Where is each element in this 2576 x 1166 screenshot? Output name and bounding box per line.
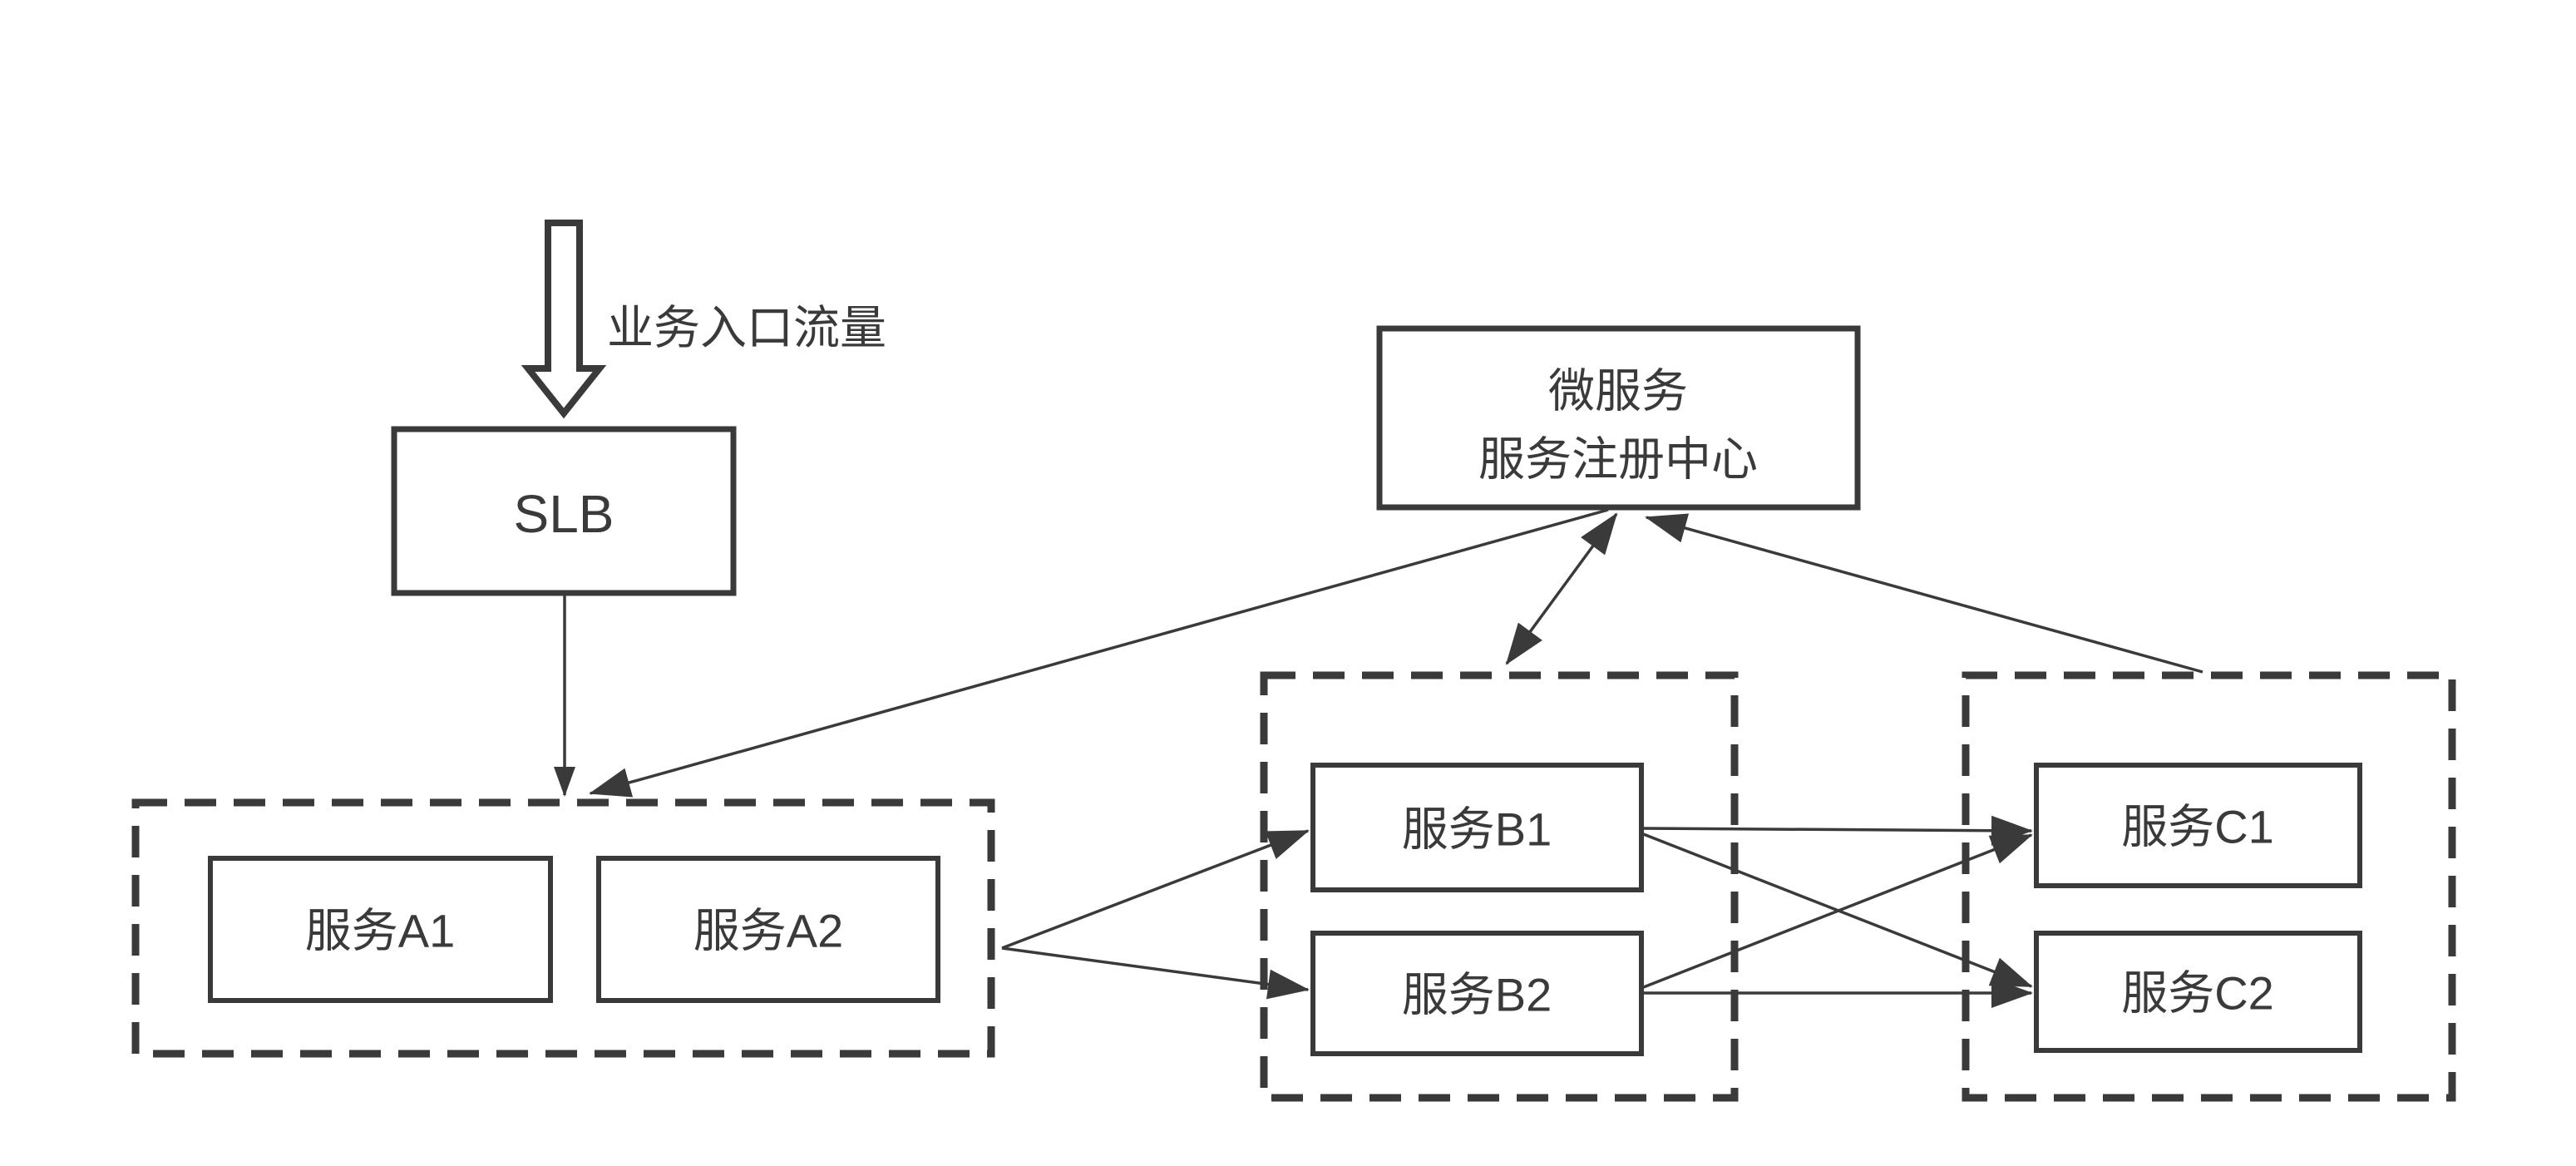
registry-label-line1: 微服务 <box>1548 365 1688 417</box>
edge-service-b1-to-service-c1 <box>1641 815 2033 846</box>
registry-box <box>1376 325 1861 511</box>
service-a1-label: 服务A1 <box>305 905 456 957</box>
service-c2-box <box>2034 931 2362 1053</box>
node-service-b2: 服务B2 <box>1310 931 1644 1056</box>
service-a2-box <box>596 856 940 1003</box>
service-c1-label: 服务C1 <box>2121 801 2274 853</box>
entry-traffic-label: 业务入口流量 <box>607 302 886 354</box>
service-a1-box <box>208 856 553 1003</box>
registry-label-line2: 服务注册中心 <box>1478 433 1758 486</box>
slb-label: SLB <box>514 484 614 544</box>
edge-registry-to-cluster-a <box>589 508 1609 798</box>
cluster-a-dashed-border <box>131 798 995 1058</box>
cluster-a: 服务A1 服务A2 <box>131 798 995 1058</box>
cluster-b: 服务B1 服务B2 <box>1260 671 1739 1102</box>
edge-cluster-c-to-registry <box>1645 513 2203 674</box>
edge-cluster-b-registry-bidirectional <box>1505 512 1618 665</box>
node-registry: 微服务 服务注册中心 <box>1376 325 1861 511</box>
edge-cluster-a-to-service-b2 <box>1001 946 1310 1000</box>
node-service-c1: 服务C1 <box>2034 763 2362 888</box>
service-a2-label: 服务A2 <box>693 905 844 957</box>
node-slb: SLB <box>391 426 737 596</box>
cluster-c: 服务C1 服务C2 <box>1962 671 2456 1102</box>
service-b2-box <box>1310 931 1644 1056</box>
node-service-c2: 服务C2 <box>2034 931 2362 1053</box>
service-b2-label: 服务B2 <box>1402 969 1552 1021</box>
service-b1-box <box>1310 763 1644 892</box>
node-service-b1: 服务B1 <box>1310 763 1644 892</box>
service-c1-box <box>2034 763 2362 888</box>
cluster-c-dashed-border <box>1962 671 2456 1102</box>
cluster-b-dashed-border <box>1260 671 1739 1102</box>
edge-service-b1-to-service-c2 <box>1641 832 2033 988</box>
node-service-a2: 服务A2 <box>596 856 940 1003</box>
entry-traffic-down-arrow-icon <box>521 220 607 419</box>
service-c2-label: 服务C2 <box>2121 967 2274 1020</box>
edge-service-b2-to-service-c1 <box>1641 833 2033 990</box>
slb-box <box>391 426 737 596</box>
service-b1-label: 服务B1 <box>1402 803 1552 856</box>
edge-cluster-a-to-service-b1 <box>1001 829 1310 950</box>
node-service-a1: 服务A1 <box>208 856 553 1003</box>
